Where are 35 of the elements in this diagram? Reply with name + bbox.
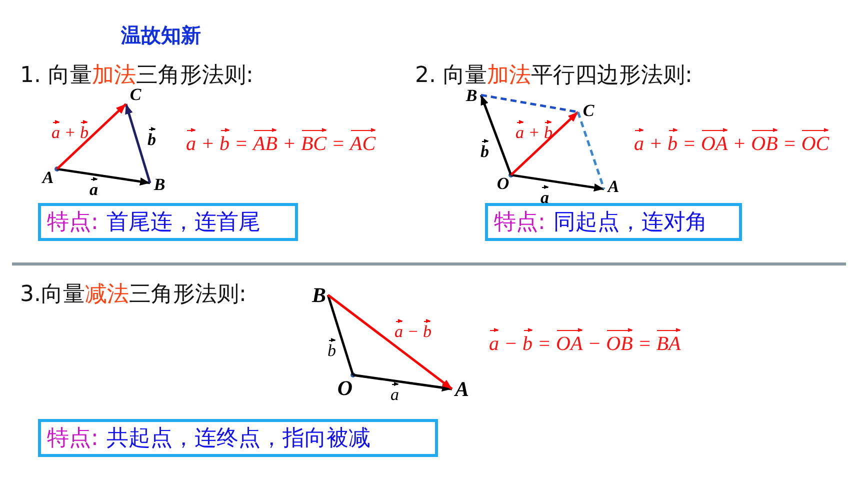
edge-label: a <box>390 382 399 404</box>
arrow <box>352 374 452 392</box>
point-label: B <box>151 175 168 195</box>
arrow <box>327 294 453 390</box>
heading: 3.向量减法三角形法则: <box>20 281 246 309</box>
point-label: A <box>453 377 471 401</box>
formula: a + b = OA + OB = OC <box>634 128 830 156</box>
heading: 温故知新 <box>121 22 201 49</box>
point-label: O <box>336 376 354 400</box>
formula: a + b = AB + BC = AC <box>186 128 376 156</box>
line <box>480 94 578 114</box>
formula: a − b = OA − OB = BA <box>489 328 681 356</box>
arrow <box>56 103 127 170</box>
arrow <box>510 174 604 192</box>
point-label: A <box>40 168 56 188</box>
arrow <box>124 104 152 184</box>
line <box>576 112 606 190</box>
edge-label: a + b <box>516 120 552 142</box>
point-label: A <box>605 177 622 197</box>
edge-label: a <box>90 177 98 199</box>
edge-label: b <box>148 127 156 149</box>
point-label: B <box>310 283 328 307</box>
line <box>326 294 354 376</box>
feature-box: 特点: 首尾连，连首尾 <box>38 203 298 241</box>
point-label: C <box>580 101 597 121</box>
edge-label: b <box>328 338 336 360</box>
edge-label: a − b <box>394 319 432 341</box>
arrow <box>480 94 512 176</box>
arrow <box>56 168 150 186</box>
feature-box: 特点: 共起点，连终点，指向被减 <box>38 419 438 457</box>
edge-label: b <box>480 139 489 161</box>
arrow <box>510 111 579 176</box>
point-label: O <box>495 174 511 194</box>
feature-box: 特点: 同起点，连对角 <box>485 203 742 241</box>
edge-label: a + b <box>52 120 88 142</box>
